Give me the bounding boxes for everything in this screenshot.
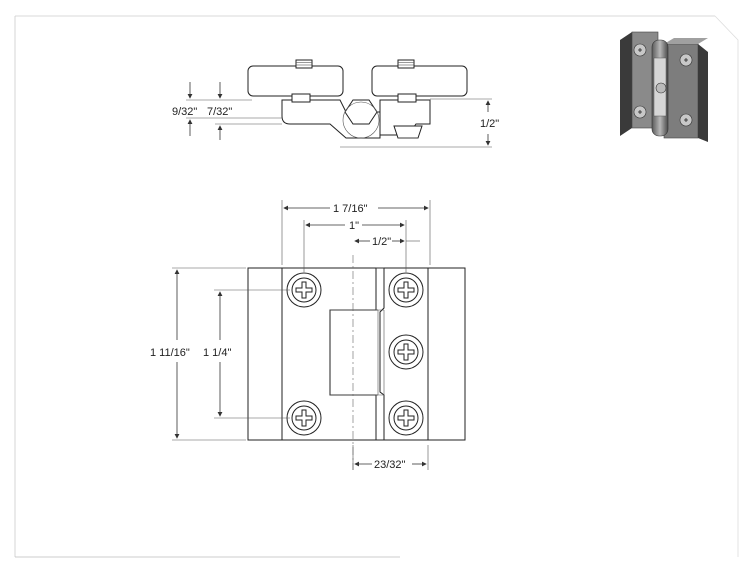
dim-1-2-front: 1/2"	[372, 236, 391, 248]
top-right-plate	[371, 65, 468, 97]
dim-1-1-4: 1 1/4"	[203, 347, 231, 359]
screw-bottom-left-icon	[286, 400, 322, 436]
dim-1-11-16: 1 11/16"	[150, 347, 190, 359]
screw-top-left-icon	[286, 272, 322, 308]
dim-1-inch: 1"	[349, 220, 359, 232]
screw-top-right-icon	[397, 59, 415, 69]
sheet-border	[14, 15, 739, 558]
dim-1-7-16: 1 7/16"	[333, 203, 368, 215]
hinge-3d-thumbnail-icon	[620, 31, 708, 142]
dim-1-2-top: 1/2"	[480, 118, 499, 130]
screw-center-icon	[388, 334, 424, 370]
screw-top-left-icon	[295, 59, 313, 69]
dim-23-32: 23/32"	[374, 459, 406, 471]
dim-7-32: 7/32"	[207, 106, 232, 118]
front-view: 1 7/16" 1" 1/2" 1 11/16" 1 1/4" 23/32"	[150, 200, 466, 471]
top-right-leaf	[379, 99, 431, 136]
dim-9-32: 9/32"	[172, 106, 197, 118]
screw-bottom-right-icon	[388, 400, 424, 436]
top-view: 9/32" 7/32" 1/2"	[172, 59, 499, 148]
screw-top-right-icon	[388, 272, 424, 308]
top-left-plate	[247, 65, 344, 97]
